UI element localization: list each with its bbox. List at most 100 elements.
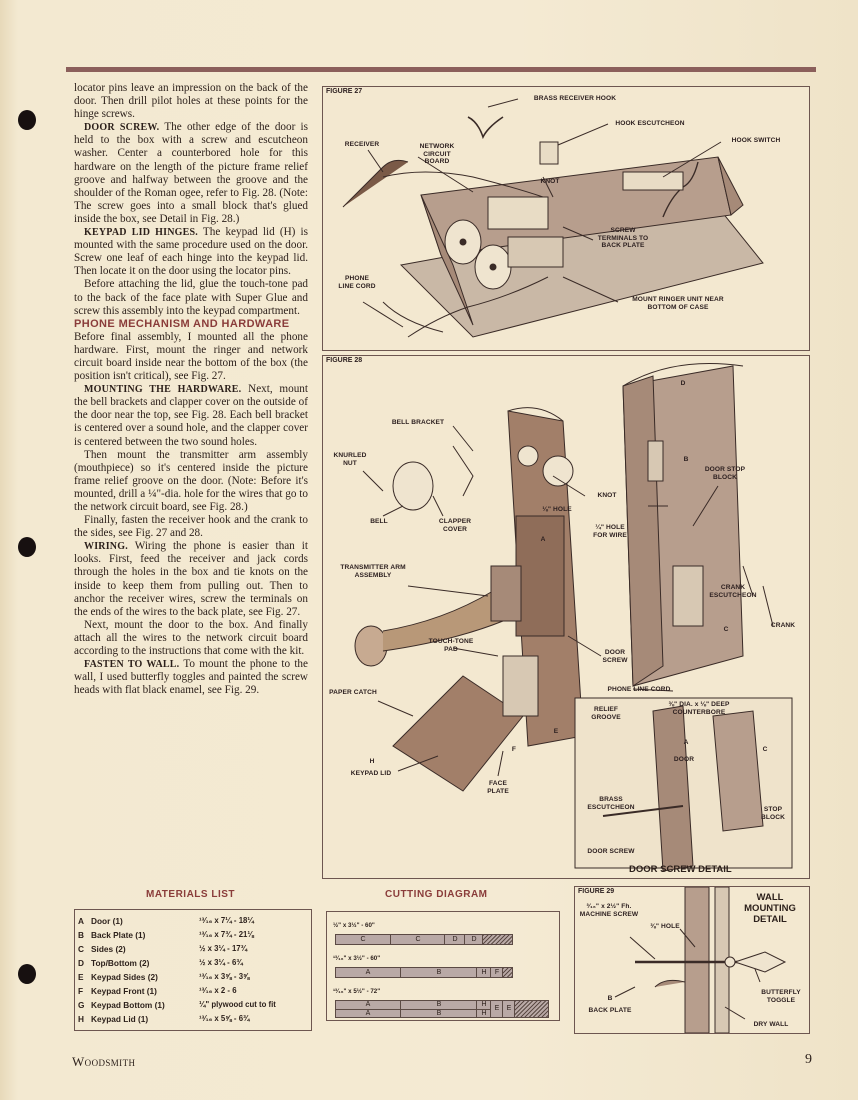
waste	[514, 1001, 549, 1017]
cut-part: E	[502, 1001, 515, 1017]
material-dims: ¹³⁄₁₆ x 2 - 6	[199, 986, 237, 995]
paragraph: Before final assembly, I mounted all the…	[74, 330, 308, 383]
label-machine-screw: ³⁄₁₆" x 2½" Fh. MACHINE SCREW	[579, 903, 639, 918]
cut-part: H	[476, 968, 491, 977]
label-screw-terminals: SCREW TERMINALS TO BACK PLATE	[597, 227, 649, 249]
figure-27-title: FIGURE 27	[326, 88, 363, 95]
label-bell-bracket: BELL BRACKET	[391, 419, 445, 426]
run-in-heading: FASTEN TO WALL.	[84, 659, 180, 671]
detail-part-a: A	[683, 739, 689, 746]
material-key: D	[78, 958, 84, 968]
figure-29: FIGURE 29 ³⁄₁₆" x 2½" Fh. MACHINE SCREW …	[574, 886, 810, 1034]
material-key: B	[78, 930, 84, 940]
board-1-label: ½" x 3½" - 60"	[333, 922, 375, 929]
label-door: DOOR	[673, 756, 695, 763]
cutting-diagram: ½" x 3½" - 60" C C D D ¹³⁄₁₆" x 3½" - 60…	[326, 911, 560, 1021]
figure-28: FIGURE 28 BELL BRACKET KNURLED NUT BELL …	[322, 355, 810, 879]
material-dims: ¼" plywood cut to fit	[199, 1000, 276, 1009]
cut-part: B	[400, 968, 477, 977]
figure-28-title: FIGURE 28	[326, 357, 363, 364]
material-key: H	[78, 1014, 84, 1024]
paragraph-text: Next, mount the bell brackets and clappe…	[74, 383, 308, 448]
board-3-label: ¹³⁄₁₆" x 5½" - 72"	[333, 988, 381, 995]
material-dims: ¹³⁄₁₆ x 5⅝ - 6¾	[199, 1014, 250, 1023]
label-keypad-lid: KEYPAD LID	[350, 770, 392, 777]
figure-27: FIGURE 27 BRASS RECEIVER HOOK HOOK ESCUT…	[322, 86, 810, 351]
label-quarter-hole: ¼" HOLE FOR WIRE	[593, 524, 627, 539]
material-dims: ¹³⁄₁₆ x 7¼ - 18¼	[199, 916, 254, 925]
run-in-heading: KEYPAD LID HINGES.	[84, 227, 198, 239]
label-hole: ⅜" HOLE	[650, 923, 680, 930]
paragraph: MOUNTING THE HARDWARE. Next, mount the b…	[74, 383, 308, 448]
paragraph: Finally, fasten the receiver hook and th…	[74, 514, 308, 540]
label-receiver: RECEIVER	[344, 141, 380, 148]
label-mount-ringer: MOUNT RINGER UNIT NEAR BOTTOM OF CASE	[632, 296, 724, 311]
materials-list-title: MATERIALS LIST	[146, 889, 236, 900]
label-detail-door-screw: DOOR SCREW	[587, 848, 635, 855]
waste	[482, 935, 513, 944]
paragraph: Next, mount the door to the box. And fin…	[74, 618, 308, 658]
part-marker-b: B	[607, 995, 613, 1002]
cut-part: A	[365, 1001, 371, 1008]
cutting-diagram-title: CUTTING DIAGRAM	[385, 889, 488, 900]
label-clapper-cover: CLAPPER COVER	[438, 518, 472, 533]
label-knurled-nut: KNURLED NUT	[333, 452, 367, 467]
binder-hole	[18, 537, 36, 557]
part-marker-b: B	[683, 456, 689, 463]
cut-part: B	[400, 1001, 477, 1009]
label-butterfly-toggle: BUTTERFLY TOGGLE	[761, 989, 801, 1004]
paragraph: Then mount the transmitter arm assembly …	[74, 448, 308, 513]
label-brass-escutcheon: BRASS ESCUTCHEON	[587, 796, 635, 811]
material-key: C	[78, 944, 84, 954]
label-eighth-hole: ⅛" HOLE	[542, 506, 572, 513]
run-in-heading: WIRING.	[84, 541, 128, 553]
material-dims: ½ x 3¼ - 17¾	[199, 944, 248, 953]
cut-part: A	[365, 969, 371, 976]
page-number: 9	[805, 1052, 812, 1067]
figure-29-title: FIGURE 29	[578, 888, 615, 895]
label-back-plate: BACK PLATE	[588, 1007, 632, 1014]
waste	[502, 968, 513, 977]
material-dims: ¹³⁄₁₆ x 3⅝ - 3⅝	[199, 972, 250, 981]
label-phone-line-cord: PHONE LINE CORD	[607, 686, 671, 693]
part-marker-c: C	[723, 626, 729, 633]
label-phone-line-cord: PHONE LINE CORD	[338, 275, 376, 290]
label-transmitter-arm: TRANSMITTER ARM ASSEMBLY	[340, 564, 406, 579]
label-hook-switch: HOOK SWITCH	[731, 137, 781, 144]
cut-part: B	[400, 1009, 477, 1018]
paragraph: KEYPAD LID HINGES. The keypad lid (H) is…	[74, 226, 308, 278]
label-touch-tone-pad: TOUCH-TONE PAD	[428, 638, 474, 653]
paragraph: WIRING. Wiring the phone is easier than …	[74, 540, 308, 619]
figure-27-drawing	[342, 98, 764, 338]
part-marker-e: E	[553, 728, 559, 735]
material-dims: ½ x 3¼ - 6¾	[199, 958, 243, 967]
part-marker-a: A	[540, 536, 546, 543]
label-knot: KNOT	[597, 492, 617, 499]
cut-part: D	[444, 935, 465, 944]
cut-part: C	[390, 935, 445, 944]
board-3: A B H E E A B H	[335, 1000, 549, 1018]
door-screw-detail-title: DOOR SCREW DETAIL	[629, 864, 732, 875]
body-text-column: locator pins leave an impression on the …	[74, 82, 308, 697]
paragraph-text: Wiring the phone is easier than it looks…	[74, 540, 308, 618]
top-rule	[66, 67, 816, 72]
board-1: C C D D	[335, 934, 513, 945]
run-in-heading: MOUNTING THE HARDWARE.	[84, 384, 242, 396]
binder-hole	[18, 110, 36, 130]
material-name: Keypad Lid (1)	[91, 1014, 149, 1024]
label-door-stop-block: DOOR STOP BLOCK	[704, 466, 746, 481]
material-name: Keypad Bottom (1)	[91, 1000, 165, 1010]
paragraph: locator pins leave an impression on the …	[74, 82, 308, 121]
label-brass-receiver-hook: BRASS RECEIVER HOOK	[533, 95, 617, 102]
material-name: Keypad Sides (2)	[91, 972, 158, 982]
figure-28-drawing	[354, 363, 793, 872]
part-marker-d: D	[680, 380, 686, 387]
material-row: H Keypad Lid (1) ¹³⁄₁₆ x 5⅝ - 6¾	[75, 1012, 311, 1026]
paragraph: Before attaching the lid, glue the touch…	[74, 278, 308, 317]
